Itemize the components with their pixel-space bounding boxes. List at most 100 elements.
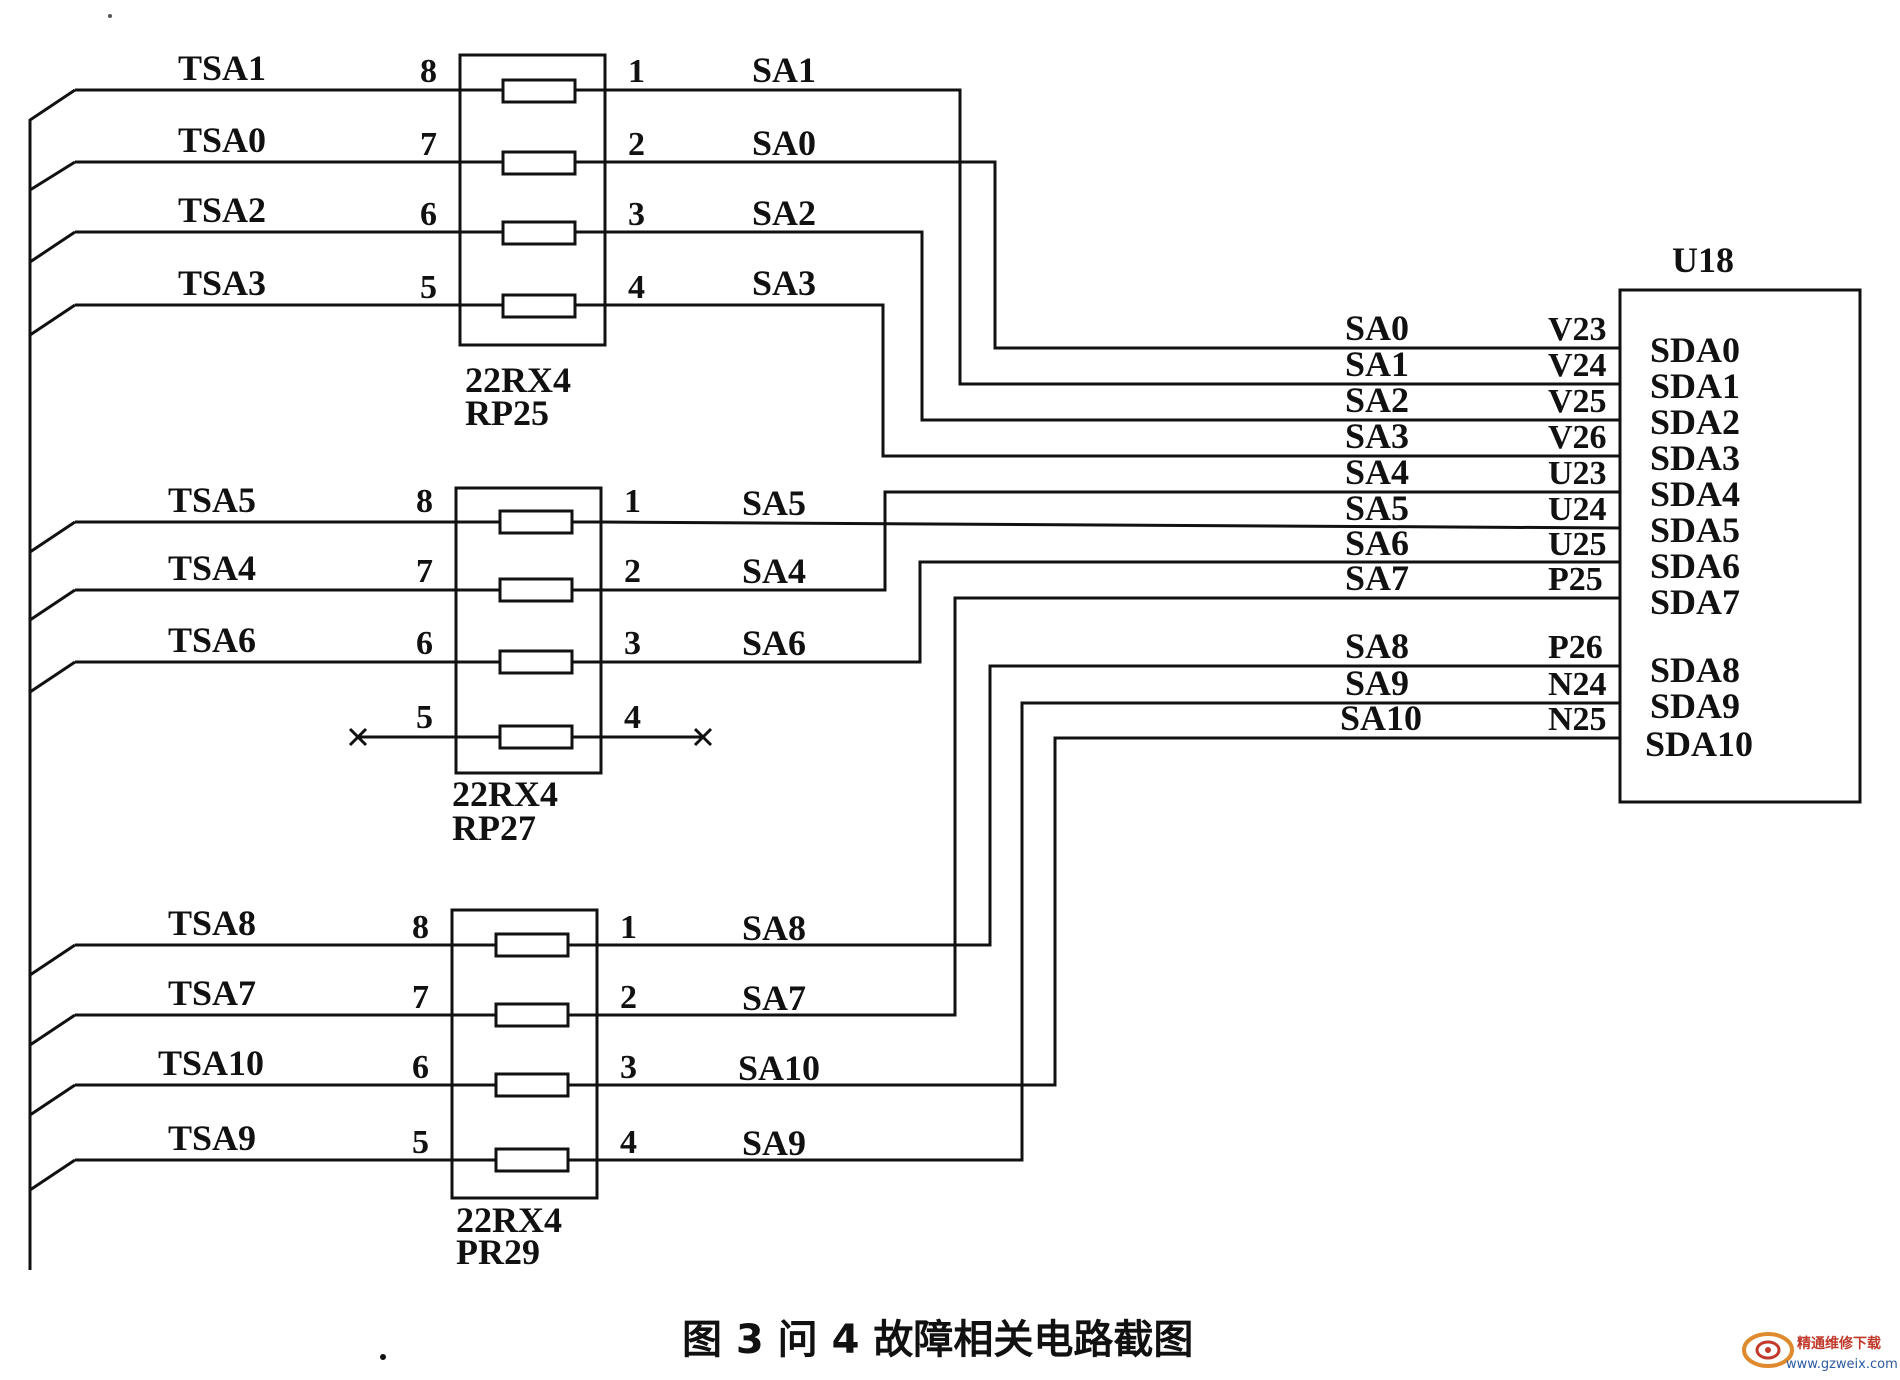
ic-signal-label: SDA2 — [1650, 402, 1740, 442]
net-label-right: SA7 — [742, 978, 806, 1018]
no-connect-left-icon — [348, 727, 368, 747]
pin-number: 3 — [620, 1049, 637, 1086]
pin-number: 2 — [624, 553, 641, 590]
net-label-right: SA9 — [742, 1123, 806, 1163]
ic-net-label: SA4 — [1345, 452, 1409, 492]
net-label-right: SA3 — [752, 263, 816, 303]
resistor-rp27-4 — [498, 724, 574, 750]
pin-number: 3 — [624, 625, 641, 662]
ic-ball-label: V24 — [1548, 347, 1607, 384]
figure-caption: 图 3 问 4 故障相关电路截图 — [682, 1317, 1193, 1363]
ic-ball-label: P25 — [1548, 561, 1603, 598]
left-bus — [28, 88, 76, 1270]
resistor-pr29-4 — [494, 1147, 570, 1173]
resistor-rp27-3 — [498, 649, 574, 675]
ic-signal-label: SDA9 — [1650, 686, 1740, 726]
pin-number: 3 — [628, 196, 645, 233]
net-label-right: SA1 — [752, 50, 816, 90]
ic-ball-label: P26 — [1548, 629, 1603, 666]
ic-ball-label: U25 — [1548, 526, 1607, 563]
resistor-rp27-1 — [498, 509, 574, 535]
ic-net-label: SA1 — [1345, 344, 1409, 384]
ic-net-label: SA10 — [1340, 698, 1422, 738]
ic-net-label: SA9 — [1345, 663, 1409, 703]
ic-net-label: SA6 — [1345, 523, 1409, 563]
ic-u18 — [1618, 288, 1862, 804]
ic-signal-label: SDA6 — [1650, 546, 1740, 586]
pin-number: 8 — [420, 53, 437, 90]
pin-number: 5 — [416, 699, 433, 736]
watermark-name: 精通维修下载 — [1797, 1335, 1881, 1352]
pin-number: 8 — [412, 909, 429, 946]
watermark-logo-icon — [1742, 1332, 1794, 1368]
net-label-left: TSA8 — [168, 903, 256, 943]
net-label-left: TSA4 — [168, 548, 256, 588]
pin-number: 1 — [624, 483, 641, 520]
ic-signal-label: SDA8 — [1650, 650, 1740, 690]
resistor-pack-rp25 — [458, 53, 607, 347]
resistor-rp25-1 — [501, 78, 577, 104]
net-label-right: SA4 — [742, 551, 806, 591]
net-label-left: TSA9 — [168, 1118, 256, 1158]
ic-net-label: SA5 — [1345, 488, 1409, 528]
ic-net-label: SA3 — [1345, 416, 1409, 456]
no-connect-right-icon — [693, 727, 713, 747]
watermark: 精通维修下载 www.gzweix.com — [1742, 1332, 1898, 1372]
pin-number: 2 — [628, 126, 645, 163]
ic-net-label: SA7 — [1345, 558, 1409, 598]
net-label-left: TSA10 — [158, 1043, 264, 1083]
ic-ref-label: U18 — [1672, 240, 1734, 280]
pack-part-label: 22RX4 — [452, 774, 558, 814]
ic-ball-label: N25 — [1548, 701, 1607, 738]
ic-signal-label: SDA10 — [1645, 724, 1753, 764]
pack-part-label: 22RX4 — [456, 1200, 562, 1240]
ic-net-label: SA0 — [1345, 308, 1409, 348]
ic-ball-label: V25 — [1548, 383, 1607, 420]
pin-number: 6 — [416, 625, 433, 662]
net-label-right: SA2 — [752, 193, 816, 233]
pin-number: 6 — [420, 196, 437, 233]
ic-net-label: SA8 — [1345, 626, 1409, 666]
pin-number: 4 — [624, 699, 641, 736]
pack-part-label: 22RX4 — [465, 360, 571, 400]
pack-ref-label: PR29 — [456, 1232, 540, 1272]
ic-pin-labels: SA0 V23 SDA0 SA1 V24 SDA1 SA2 V25 SDA2 S… — [1340, 308, 1753, 764]
routing-wires — [597, 88, 1621, 1162]
net-label-left: TSA6 — [168, 620, 256, 660]
resistor-rp25-2 — [501, 150, 577, 176]
net-label-right: SA8 — [742, 908, 806, 948]
pin-number: 7 — [412, 979, 429, 1016]
ic-ball-label: V26 — [1548, 419, 1607, 456]
pin-number: 5 — [412, 1124, 429, 1161]
pack-ref-label: RP27 — [452, 808, 536, 848]
pack-ref-label: RP25 — [465, 393, 549, 433]
ic-signal-label: SDA5 — [1650, 510, 1740, 550]
ic-signal-label: SDA0 — [1650, 330, 1740, 370]
pin-number: 5 — [420, 269, 437, 306]
pin-number: 2 — [620, 979, 637, 1016]
ic-ball-label: N24 — [1548, 666, 1607, 703]
pin-number: 7 — [420, 126, 437, 163]
watermark-url: www.gzweix.com — [1786, 1357, 1898, 1372]
ic-signal-label: SDA1 — [1650, 366, 1740, 406]
resistor-pack-pr29 — [450, 908, 599, 1200]
resistor-pack-rp27 — [454, 486, 603, 775]
resistor-rp25-3 — [501, 220, 577, 246]
net-label-left: TSA0 — [178, 120, 266, 160]
pin-number: 7 — [416, 553, 433, 590]
ic-ball-label: V23 — [1548, 311, 1607, 348]
net-label-left: TSA7 — [168, 973, 256, 1013]
ic-signal-label: SDA7 — [1650, 582, 1740, 622]
pin-number: 6 — [412, 1049, 429, 1086]
pack-leads — [452, 88, 605, 1162]
net-label-right: SA5 — [742, 483, 806, 523]
left-wires — [75, 88, 460, 1162]
pin-number: 4 — [628, 269, 645, 306]
pin-number: 1 — [620, 909, 637, 946]
net-label-left: TSA5 — [168, 480, 256, 520]
resistor-rp25-4 — [501, 293, 577, 319]
net-label-right: SA0 — [752, 123, 816, 163]
net-label-right: SA6 — [742, 623, 806, 663]
ic-net-label: SA2 — [1345, 380, 1409, 420]
